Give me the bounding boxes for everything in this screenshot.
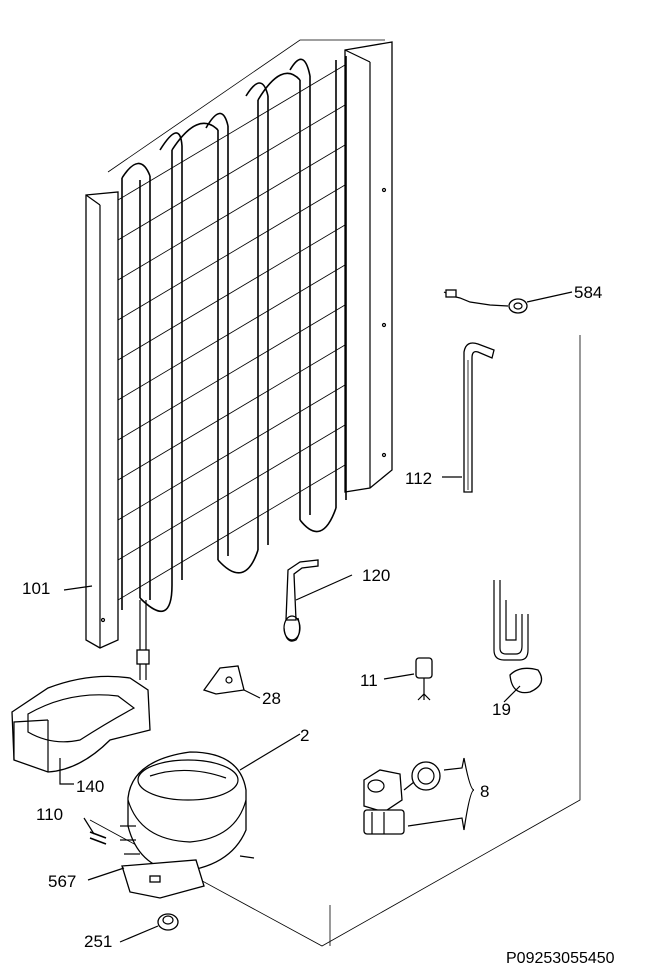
drier-tube-112 bbox=[463, 342, 495, 493]
label-120: 120 bbox=[362, 566, 390, 585]
label-28: 28 bbox=[262, 689, 281, 708]
label-567: 567 bbox=[48, 872, 76, 891]
cabinet-outline bbox=[89, 39, 581, 947]
bracket-28 bbox=[202, 665, 245, 695]
label-584: 584 bbox=[574, 283, 602, 302]
starter-group-8 bbox=[363, 761, 441, 835]
label-8: 8 bbox=[480, 782, 489, 801]
label-2: 2 bbox=[300, 726, 309, 745]
grommet-251 bbox=[157, 913, 179, 931]
drip-tray-140 bbox=[11, 675, 151, 773]
heater-19 bbox=[493, 580, 543, 694]
pin-110 bbox=[89, 831, 107, 845]
callout-labels: 584 112 120 101 11 19 28 2 8 140 110 567… bbox=[22, 283, 615, 967]
label-19: 19 bbox=[492, 700, 511, 719]
label-112: 112 bbox=[405, 469, 432, 488]
relay-11 bbox=[415, 657, 433, 701]
label-251: 251 bbox=[84, 932, 112, 951]
condenser bbox=[85, 41, 393, 680]
label-11: 11 bbox=[360, 671, 378, 690]
compressor-2 bbox=[120, 751, 255, 899]
label-101: 101 bbox=[22, 579, 50, 598]
drawing-code: P09253055450 bbox=[506, 950, 615, 967]
capillary-120 bbox=[283, 559, 319, 642]
cable-584 bbox=[443, 289, 528, 314]
label-110: 110 bbox=[36, 805, 63, 824]
label-140: 140 bbox=[76, 777, 104, 796]
